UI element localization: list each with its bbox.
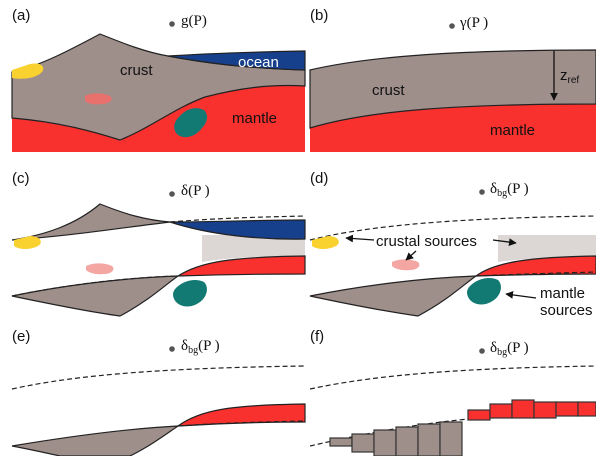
ocean-deficit-region [498,235,596,262]
pink-source [86,263,114,275]
point-p-marker [169,191,175,197]
upper-reference-line [11,365,306,390]
crust-lower-anomaly [309,275,479,317]
mantle-prism [511,399,535,419]
mantle-anomaly [474,255,596,277]
mantle-layer [310,104,596,152]
crustal-sources-label-bg [368,230,492,252]
pink-source [85,93,112,105]
point-p-marker [169,346,175,352]
panel-e-function-label: δbg(P ) [181,338,220,356]
crustal-sources-arrow-right [492,238,517,246]
crust-label: crust [120,62,153,79]
point-p-marker [449,23,455,29]
crustal-sources-arrow-left [345,234,375,243]
pink-source [392,259,420,271]
crust-prism [417,423,441,456]
crustal-sources-arrow-down [405,250,417,261]
mantle-prism [555,401,579,417]
panel-a-function-label: g(P) [181,13,207,29]
mantle-prism [467,409,491,421]
crust-layer [309,49,596,129]
crust-prism [351,433,375,453]
panel-b-function-label: γ(P ) [459,15,488,31]
panel-f-tag: (f) [310,328,324,345]
mantle-sources-label-line2: sources [540,302,593,319]
yellow-source [12,63,44,79]
crust-prism [373,429,397,456]
panel-d-function-label: δbg(P ) [490,181,529,199]
panel-e-tag: (e) [12,328,30,345]
mantle-anomaly [175,403,306,427]
lower-reference-line [475,271,596,277]
mantle-sources-arrow [505,291,537,299]
mantle-prism [533,401,557,419]
crust-lower-anomaly [11,425,181,456]
mantle-label: mantle [490,122,535,139]
ocean-deficit-region [202,235,305,262]
zref-label: zref [560,67,579,86]
mantle-anomaly [175,255,306,277]
crustal-sources-label: crustal sources [376,233,477,250]
teal-source [174,108,208,138]
mantle-sources-label-line1: mantle [540,285,585,302]
crust-layer [11,33,306,141]
ocean-layer [167,50,306,71]
upper-reference-line [309,365,596,390]
mantle-reference-line [11,275,179,297]
panel-c-function-label: δ(P ) [181,183,210,199]
crust-prism [395,426,419,456]
yellow-source [312,236,339,249]
point-p-marker [479,348,485,354]
yellow-source [14,236,41,249]
panel-c: (c) δ(P ) [11,170,306,317]
crust-prism [329,437,353,447]
panel-a: (a) g(P) crust ocean mantle [11,7,306,152]
panel-d-tag: (d) [310,170,328,187]
panel-f-function-label: δbg(P ) [490,340,529,358]
panel-b: (b) γ(P ) crust mantle zref [309,7,596,152]
point-p-marker [169,21,175,27]
ocean-layer [169,219,306,240]
mantle-prism [577,401,596,417]
panel-c-tag: (c) [12,170,30,187]
panel-f: (f) δbg(P ) [309,328,596,456]
crust-upper-anomaly [11,203,171,241]
point-p-marker [479,189,485,195]
mantle-prism [489,403,513,419]
lower-reference-line [177,420,306,427]
panel-b-tag: (b) [310,7,328,24]
mantle-label: mantle [232,110,277,127]
panel-a-tag: (a) [12,7,30,24]
panel-d: (d) δbg(P ) crustal sources mantle sourc… [309,170,596,319]
mantle-layer [12,85,305,152]
upper-reference-line [309,215,596,241]
panel-e: (e) δbg(P ) [11,328,306,456]
crust-prism [439,421,463,456]
crust-reference-line [169,215,306,223]
teal-source [173,280,207,307]
teal-source [467,278,501,305]
ocean-label: ocean [238,54,279,71]
crust-label: crust [372,82,405,99]
